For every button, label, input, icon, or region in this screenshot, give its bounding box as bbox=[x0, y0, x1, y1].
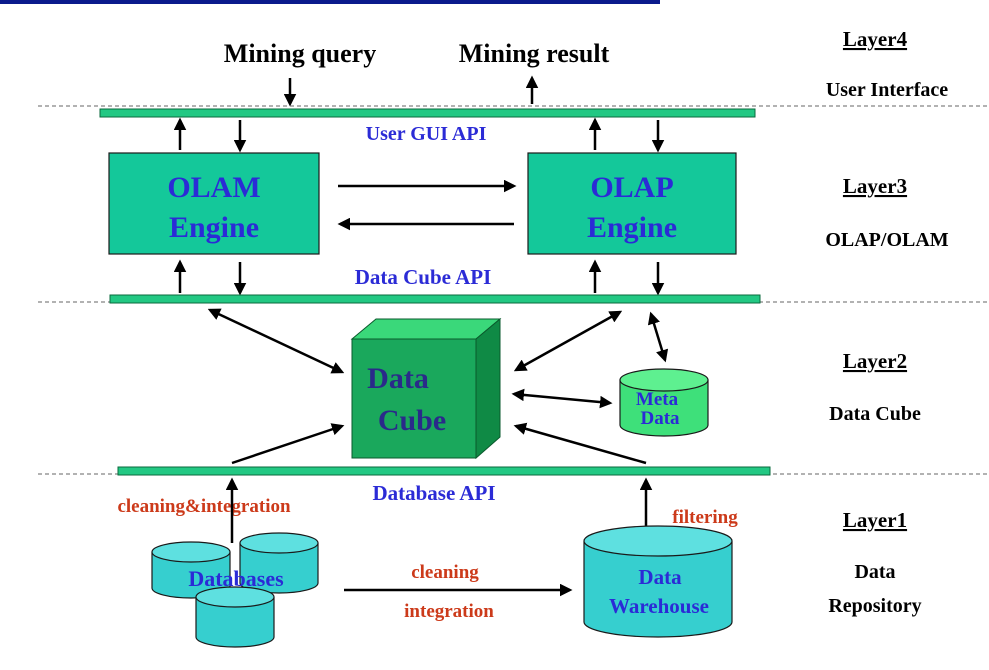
olam-engine-box bbox=[108, 152, 320, 255]
olap-engine-line2: Engine bbox=[587, 211, 677, 244]
olam-engine-line2: Engine bbox=[169, 211, 259, 244]
meta-data-line1: Meta bbox=[636, 389, 679, 410]
database-api-bar bbox=[117, 466, 771, 476]
cube-api-cube-arrow-right bbox=[513, 310, 623, 372]
layer3-subtitle: OLAP/OLAM bbox=[825, 229, 948, 251]
cube-side-face bbox=[475, 317, 501, 460]
mining-query-label: Mining query bbox=[224, 39, 376, 68]
integration-label: integration bbox=[404, 601, 494, 622]
olam-engine-line1: OLAM bbox=[167, 171, 260, 204]
layer1-title: Layer1 bbox=[843, 508, 907, 532]
data-cube-line2: Cube bbox=[378, 404, 446, 437]
database-api-label: Database API bbox=[372, 481, 495, 505]
title-bar bbox=[0, 0, 660, 4]
cleaning-integration-label: cleaning&integration bbox=[117, 496, 291, 517]
cube-meta-arrow bbox=[511, 388, 613, 409]
user-gui-api-label: User GUI API bbox=[366, 123, 487, 145]
db-api-to-cube-arrow-right bbox=[513, 422, 647, 465]
meta-data-cylinder bbox=[619, 380, 709, 437]
data-warehouse-line2: Warehouse bbox=[609, 594, 709, 618]
layer4-title: Layer4 bbox=[843, 27, 908, 51]
layer4-subtitle: User Interface bbox=[826, 79, 948, 101]
layer1-subtitle-line1: Data bbox=[854, 561, 895, 583]
cube-api-cube-arrow-left bbox=[207, 308, 345, 374]
layer2-subtitle: Data Cube bbox=[829, 403, 921, 425]
layer3-title: Layer3 bbox=[843, 174, 907, 198]
data-cube-box bbox=[351, 338, 477, 459]
data-warehouse-cylinder-top bbox=[583, 525, 733, 557]
meta-data-cylinder-top bbox=[619, 368, 709, 392]
db-api-to-cube-arrow-left bbox=[231, 423, 345, 465]
cube-api-meta-arrow bbox=[647, 311, 669, 363]
data-warehouse-line1: Data bbox=[638, 565, 682, 589]
olap-engine-box bbox=[527, 152, 737, 255]
cube-top-face bbox=[350, 318, 502, 340]
data-warehouse-cylinder bbox=[583, 541, 733, 638]
data-cube-api-bar bbox=[109, 294, 761, 304]
layer2-title: Layer2 bbox=[843, 349, 907, 373]
layer1-subtitle-line2: Repository bbox=[828, 595, 921, 617]
databases-label: Databases bbox=[188, 566, 284, 591]
olap-engine-line1: OLAP bbox=[590, 171, 673, 204]
mining-result-label: Mining result bbox=[459, 39, 610, 68]
databases-cylinders bbox=[151, 532, 319, 648]
data-cube-api-label: Data Cube API bbox=[355, 265, 492, 289]
user-gui-api-bar bbox=[99, 108, 756, 118]
data-cube-line1: Data bbox=[367, 362, 429, 395]
meta-data-line2: Data bbox=[640, 408, 680, 429]
cleaning-label: cleaning bbox=[411, 562, 479, 583]
filtering-label: filtering bbox=[672, 507, 738, 528]
